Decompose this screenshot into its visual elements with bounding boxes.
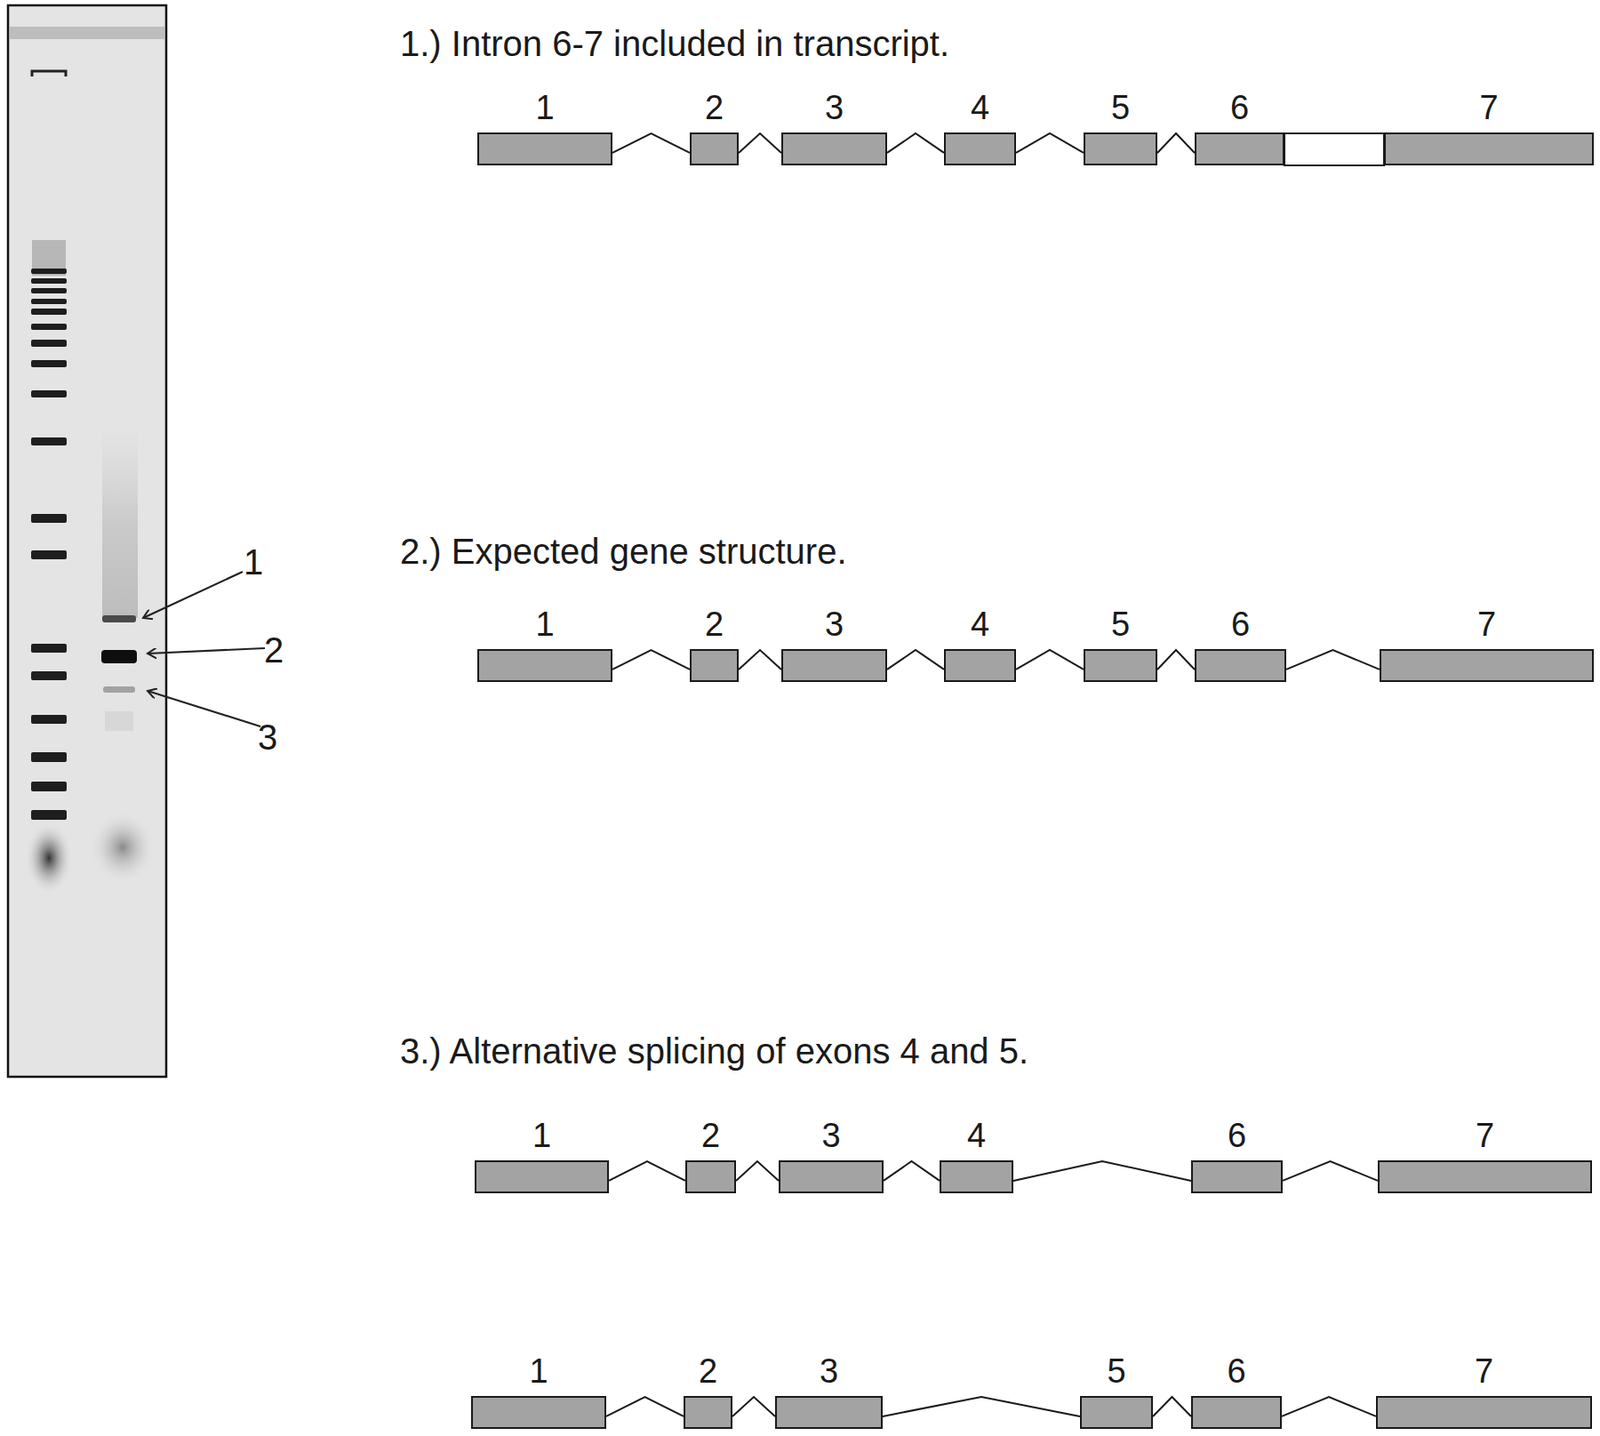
exon-number: 3 <box>747 88 921 128</box>
exon-number: 1 <box>437 1351 640 1391</box>
exon-box: 6 <box>1191 1395 1282 1429</box>
exon-box: 2 <box>689 648 739 682</box>
exon-number: 3 <box>744 1115 918 1155</box>
exon-box: 4 <box>939 1160 1014 1193</box>
intron-line <box>738 133 782 153</box>
intron-line <box>612 649 690 670</box>
intron-line <box>887 649 944 670</box>
exon-number: 2 <box>656 604 773 644</box>
callout-number: 1 <box>243 541 264 583</box>
exon-number: 1 <box>443 88 647 128</box>
intron-line <box>883 1160 940 1181</box>
exon-number: 7 <box>1344 1115 1600 1155</box>
intron-line <box>1282 1160 1378 1181</box>
exon-number: 7 <box>1345 604 1600 644</box>
intron-line <box>1013 1160 1192 1181</box>
exon-number: 5 <box>1046 1351 1187 1391</box>
exon-box: 6 <box>1191 1160 1283 1193</box>
intron-line <box>887 133 944 153</box>
exon-number: 2 <box>649 1351 767 1391</box>
exon-box: 3 <box>778 1160 884 1193</box>
panel-title: 2.) Expected gene structure. <box>400 530 848 572</box>
exon-number: 2 <box>651 1115 770 1155</box>
exon-number: 6 <box>1157 1351 1316 1391</box>
exon-box: 3 <box>775 1395 883 1429</box>
exon-box: 7 <box>1384 132 1594 166</box>
intron-line <box>1152 1396 1192 1416</box>
intron-line <box>736 1160 779 1181</box>
exon-box: 7 <box>1376 1395 1592 1429</box>
exon-box: 5 <box>1083 132 1158 166</box>
exon-number: 4 <box>910 88 1050 128</box>
exon-number: 5 <box>1049 604 1192 644</box>
intron-line <box>1281 1396 1376 1416</box>
leader-arrows <box>0 0 320 800</box>
intron-line <box>1286 649 1380 670</box>
exon-box: 1 <box>477 132 613 166</box>
exon-box: 1 <box>477 648 613 682</box>
intron-line <box>606 1396 684 1416</box>
intron-line <box>738 649 782 670</box>
callout-number: 3 <box>257 716 278 758</box>
exon-number: 6 <box>1160 88 1319 128</box>
exon-box: 6 <box>1194 132 1285 166</box>
exon-box: 5 <box>1080 1395 1153 1429</box>
exon-number: 7 <box>1350 88 1600 128</box>
exon-box: 2 <box>685 1160 736 1193</box>
intron-line <box>612 133 690 153</box>
exon-box: 4 <box>944 648 1016 682</box>
exon-box: 1 <box>474 1160 609 1193</box>
gel-image <box>0 0 178 1085</box>
exon-number: 6 <box>1157 1115 1317 1155</box>
panel-title: 3.) Alternative splicing of exons 4 and … <box>400 1030 1029 1072</box>
intron-line <box>608 1160 686 1181</box>
intron-line <box>1016 133 1084 153</box>
intron-line <box>1016 649 1084 670</box>
intron-line <box>882 1396 1080 1416</box>
intron-line <box>1157 649 1195 670</box>
intron-line <box>1157 133 1195 153</box>
exon-box: 5 <box>1083 648 1158 682</box>
exon-box: 1 <box>471 1395 607 1429</box>
exon-box: 4 <box>944 132 1016 166</box>
exon-box: 7 <box>1379 648 1594 682</box>
exon-number: 5 <box>1049 88 1192 128</box>
exon-number: 4 <box>905 1115 1048 1155</box>
exon-number: 2 <box>656 88 773 128</box>
exon-number: 1 <box>440 1115 643 1155</box>
exon-number: 3 <box>741 1351 917 1391</box>
exon-box: 3 <box>781 132 888 166</box>
retained-intron-box <box>1280 128 1391 170</box>
exon-number: 3 <box>747 604 921 644</box>
exon-box: 2 <box>689 132 739 166</box>
exon-box: 2 <box>683 1395 733 1429</box>
panel-title: 1.) Intron 6-7 included in transcript. <box>400 23 950 64</box>
exon-box: 6 <box>1194 648 1287 682</box>
exon-number: 7 <box>1342 1351 1600 1391</box>
intron-line <box>732 1396 776 1416</box>
exon-number: 6 <box>1160 604 1320 644</box>
exon-number: 1 <box>443 604 647 644</box>
exon-box: 3 <box>781 648 888 682</box>
exon-number: 4 <box>910 604 1050 644</box>
callout-number: 2 <box>264 629 284 671</box>
exon-box: 7 <box>1377 1160 1592 1193</box>
